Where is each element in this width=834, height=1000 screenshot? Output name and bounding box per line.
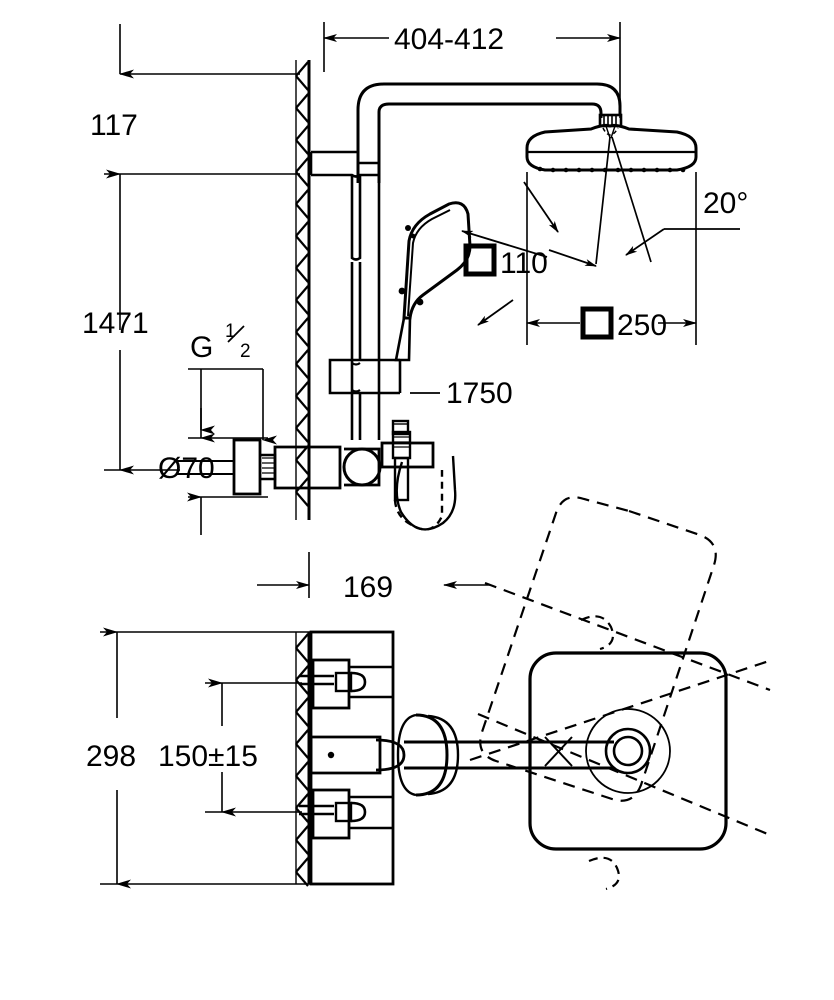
elevation-view: 404-412 117 1471 G 1 2 [82, 22, 748, 604]
dimension-404-412 [323, 22, 621, 118]
dim-g-denominator-label: 2 [240, 341, 251, 362]
dim-117-label: 117 [90, 109, 138, 142]
wall-section [295, 60, 311, 520]
dimension-150pm15 [205, 678, 302, 817]
hand-shower [394, 201, 472, 362]
shower-arm-plan [396, 713, 614, 797]
dimension-298 [100, 627, 370, 889]
dim-1471-label: 1471 [82, 307, 149, 340]
dim-150pm15-label: 150±15 [158, 740, 258, 773]
dim-404-412-label: 404-412 [394, 23, 504, 56]
spray-nozzles [537, 166, 686, 173]
dimension-1471 [104, 350, 180, 475]
thermostatic-mixer [176, 419, 435, 496]
square-symbol-250 [580, 306, 614, 340]
dim-110-label: 110 [500, 247, 548, 280]
plan-wall-section [295, 632, 311, 887]
dim-298-label: 298 [86, 740, 136, 773]
wall-hatch [295, 61, 309, 507]
dimension-117 [104, 24, 300, 330]
rain-head-swivel-arcs [580, 615, 621, 891]
dim-d70-label: Ø70 [158, 452, 215, 485]
dim-g-label: G [190, 331, 213, 364]
dimension-169 [257, 552, 490, 598]
shower-arm [356, 82, 622, 183]
rain-head-swivel-outline [469, 496, 773, 837]
dim-20deg-label: 20° [703, 187, 748, 220]
leaders-20deg [523, 181, 740, 267]
dim-250-label: 250 [617, 309, 667, 342]
leaders-110 [461, 230, 548, 326]
mixer-body-plan [299, 630, 406, 886]
dim-169-label: 169 [343, 571, 393, 604]
shower-hose [391, 430, 457, 531]
plan-view: 298 150±15 [86, 496, 773, 891]
dim-1750-label: 1750 [446, 377, 513, 410]
rain-head-plan [528, 651, 728, 851]
rain-shower-head [525, 113, 698, 265]
dimension-250 [526, 172, 697, 345]
square-symbol-110 [463, 243, 497, 277]
dimension-d70 [187, 408, 268, 535]
dim-g-numerator-label: 1 [225, 321, 236, 342]
plan-centre-cross [544, 736, 573, 767]
